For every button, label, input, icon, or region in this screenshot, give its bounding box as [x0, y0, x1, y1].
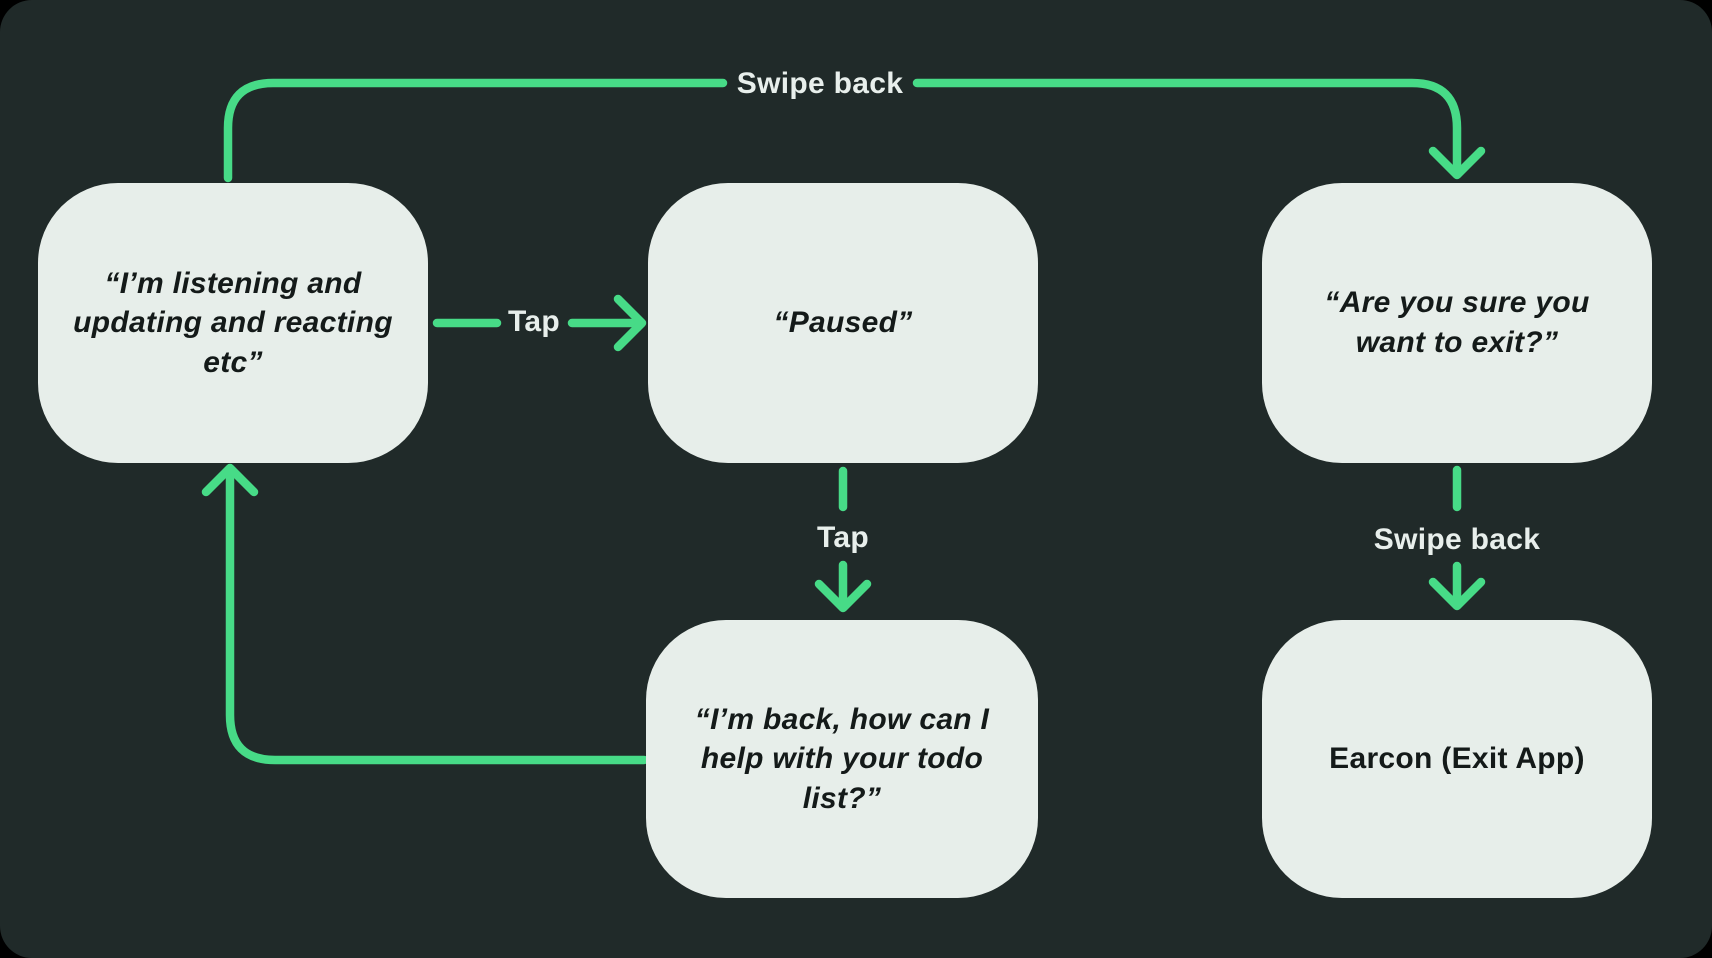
- edge-listening-to-confirm-exit: [223, 78, 1486, 183]
- node-earcon-exit-app-label: Earcon (Exit App): [1329, 742, 1585, 776]
- node-paused-label: “Paused”: [773, 306, 913, 340]
- edge-label-swipe-back-top: Swipe back: [736, 67, 904, 100]
- edge-line: [225, 467, 649, 765]
- edge-listening-to-paused: [432, 294, 647, 352]
- edge-confirm-exit-to-earcon: [1428, 465, 1486, 611]
- edge-label-swipe-back-down: Swipe back: [1373, 523, 1541, 556]
- edge-label-tap-down: Tap: [816, 521, 870, 554]
- node-back-label: “I’m back, how can I help with your todo…: [694, 702, 990, 815]
- node-earcon-exit-app: Earcon (Exit App): [1262, 620, 1652, 898]
- node-confirm-exit-label: “Are you sure you want to exit?”: [1324, 286, 1590, 359]
- node-listening-label: “I’m listening and updating and reacting…: [73, 266, 393, 379]
- edge-paused-to-back: [814, 466, 872, 613]
- arrowhead-right-icon: [613, 294, 647, 352]
- arrowhead-up-icon: [201, 463, 259, 497]
- node-paused: “Paused”: [648, 183, 1038, 463]
- edge-label-tap-right: Tap: [507, 305, 561, 338]
- arrowhead-down-icon: [1428, 146, 1486, 180]
- node-listening: “I’m listening and updating and reacting…: [38, 183, 428, 463]
- node-confirm-exit: “Are you sure you want to exit?”: [1262, 183, 1652, 463]
- arrowhead-down-icon: [814, 579, 872, 613]
- edge-back-to-listening: [201, 463, 649, 765]
- edge-line-right: [912, 78, 1462, 176]
- arrowhead-down-icon: [1428, 577, 1486, 611]
- edge-line-left: [223, 78, 728, 183]
- node-back: “I’m back, how can I help with your todo…: [646, 620, 1038, 898]
